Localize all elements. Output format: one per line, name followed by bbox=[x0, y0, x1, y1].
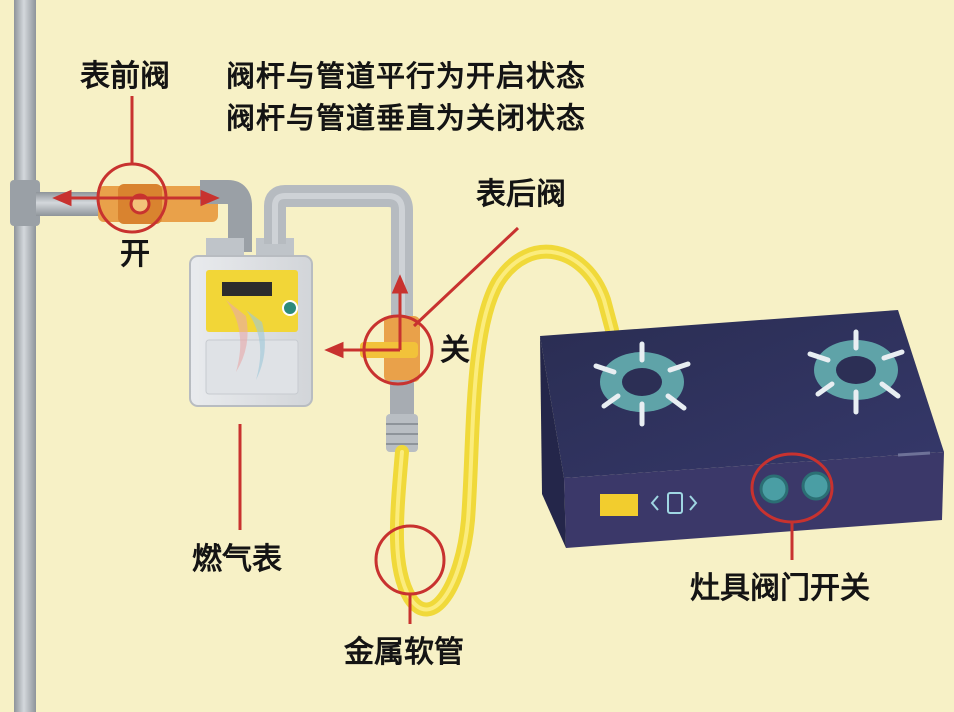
post-meter-valve bbox=[360, 316, 420, 452]
meter-outlet-pipe bbox=[264, 185, 413, 318]
burner-right bbox=[807, 329, 905, 415]
flow-arrows bbox=[52, 189, 409, 359]
label-state-open: 开 bbox=[120, 237, 150, 272]
label-pre-meter-valve: 表前阀 bbox=[80, 59, 170, 94]
label-gas-meter: 燃气表 bbox=[192, 542, 282, 577]
callouts bbox=[96, 96, 834, 624]
label-metal-hose: 金属软管 bbox=[344, 635, 464, 670]
stove-knobs bbox=[759, 471, 831, 504]
main-riser-pipe bbox=[10, 0, 126, 712]
note-open-state: 阀杆与管道平行为开启状态 bbox=[226, 59, 587, 93]
note-closed-state: 阀杆与管道垂直为关闭状态 bbox=[226, 101, 587, 135]
label-state-closed: 关 bbox=[440, 333, 470, 368]
gas-meter-body bbox=[189, 238, 313, 407]
label-post-meter-valve: 表后阀 bbox=[476, 177, 566, 212]
stove-display-panel bbox=[600, 492, 698, 516]
burner-left bbox=[593, 341, 691, 427]
label-stove-valve-switch: 灶具阀门开关 bbox=[690, 571, 870, 606]
